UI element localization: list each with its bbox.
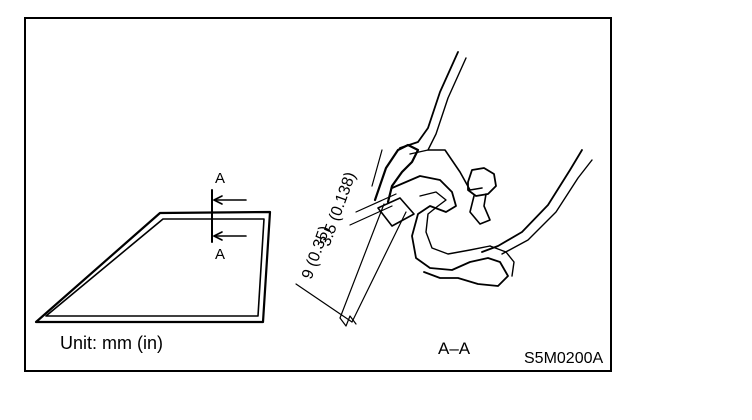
dim-line-upper	[339, 203, 385, 319]
molding-core	[419, 191, 491, 255]
dim-break-mark	[339, 315, 357, 327]
body-flange	[427, 149, 483, 191]
section-marker-bottom: A	[215, 246, 226, 263]
section-arrowhead-top	[213, 195, 223, 205]
figure-code: S5M0200A	[524, 350, 604, 367]
body-panel-right	[481, 149, 583, 253]
window-outline-outer	[34, 210, 272, 324]
dim-leader-upper	[371, 149, 383, 187]
window-outline-inner	[45, 218, 265, 317]
body-panel-outer	[399, 51, 459, 149]
section-arrowhead-bottom	[213, 231, 223, 241]
body-panel-inner	[409, 57, 467, 155]
molding-lip	[373, 143, 420, 204]
section-caption: A–A	[438, 339, 471, 358]
section-marker-top: A	[215, 170, 226, 187]
body-panel-right-inner	[501, 159, 593, 255]
molding-body	[391, 175, 509, 287]
clip-stem	[469, 193, 491, 225]
clip-head	[467, 167, 497, 197]
diagram-frame	[24, 17, 612, 372]
unit-label: Unit: mm (in)	[60, 333, 163, 353]
molding-tail	[489, 245, 515, 277]
glass-edge-section	[377, 197, 415, 227]
dim-line-lower	[351, 211, 407, 323]
dim-leader-lower	[295, 283, 353, 323]
dim-extension-line-1	[349, 205, 393, 226]
dim-extension-line-2	[355, 193, 397, 213]
